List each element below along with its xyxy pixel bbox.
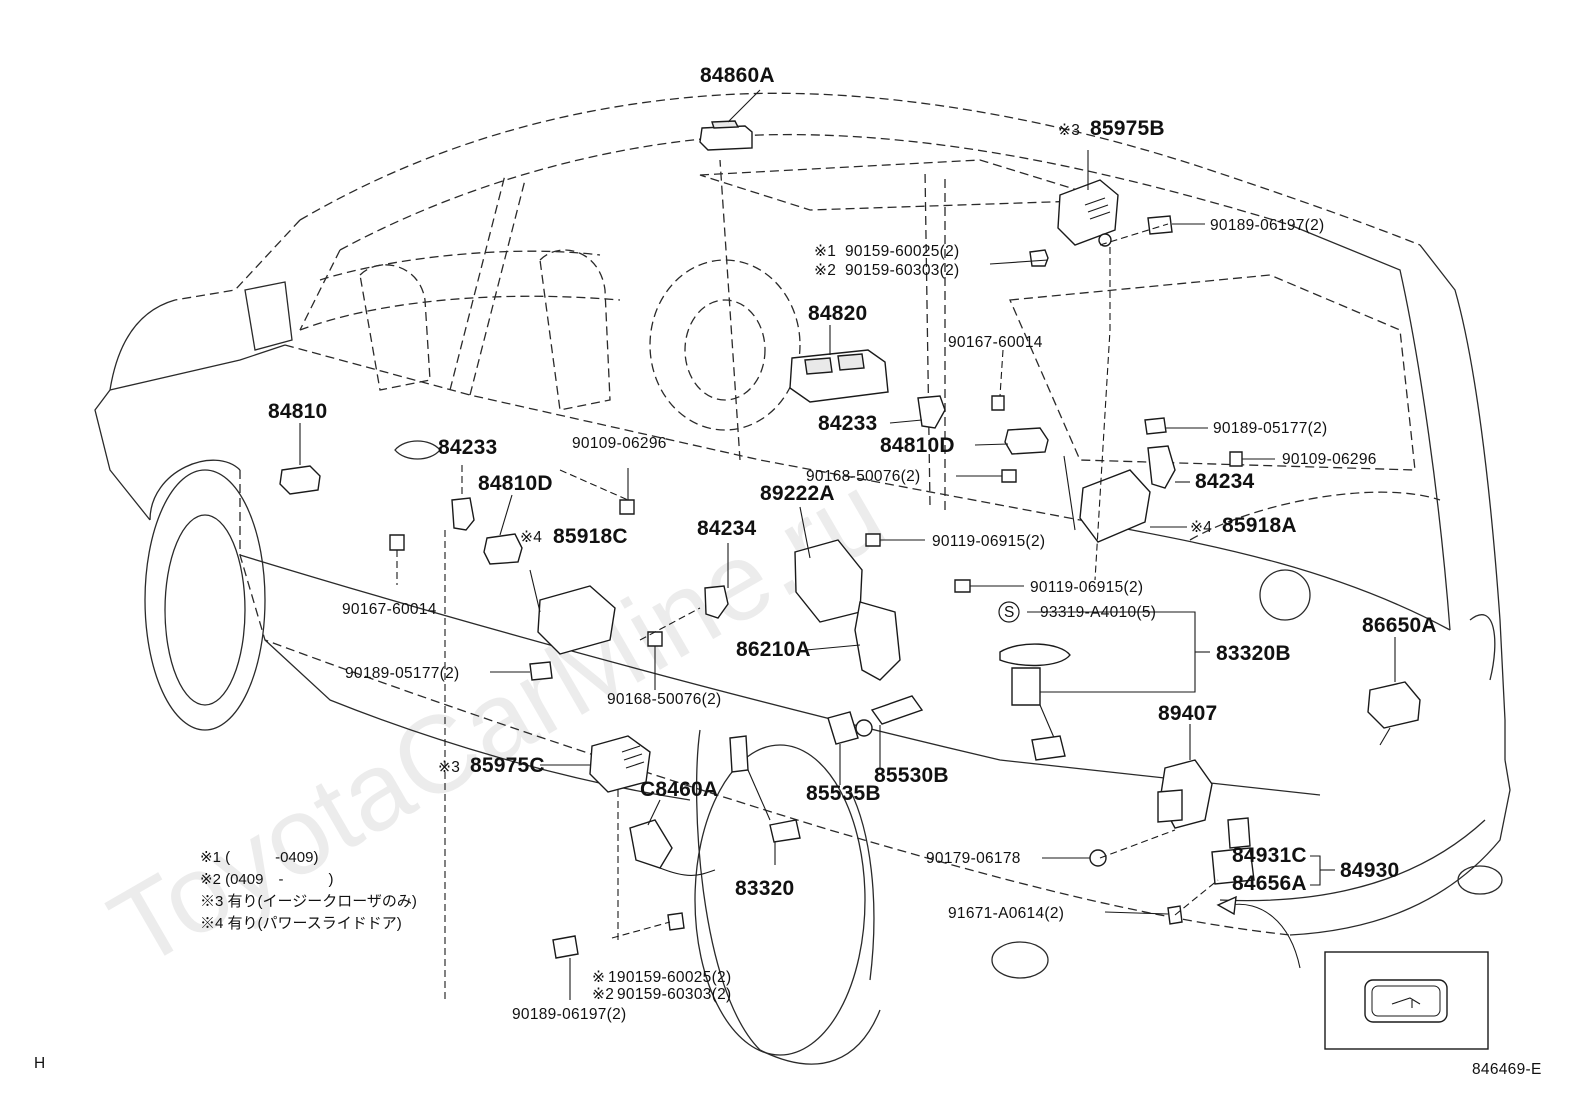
part-C8460A — [629, 819, 673, 869]
callout-90159-60303-bottom: 90159-60303(2) — [617, 986, 732, 1003]
part-84234-right — [1147, 445, 1176, 489]
footnote-1: ※1 ( -0409) — [200, 849, 318, 866]
callout-85975C-mark: ※3 — [438, 759, 460, 776]
part-84810D-left — [483, 533, 523, 565]
part-85975B — [1057, 179, 1119, 246]
part-84233-left — [451, 497, 475, 531]
part-85918C — [537, 585, 616, 655]
part-84810D-right — [1004, 427, 1049, 455]
callout-84931C: 84931C — [1232, 844, 1307, 867]
part-86210A — [854, 601, 901, 681]
footnote-2: ※2 (0409 - ) — [200, 871, 333, 888]
callout-89222A: 89222A — [760, 482, 835, 505]
callout-90119-06915-a: 90119-06915(2) — [932, 533, 1045, 550]
part-83320B — [999, 643, 1071, 667]
callout-90159-60025-right: 90159-60025(2) — [845, 243, 960, 260]
callout-85918A-mark: ※4 — [1190, 519, 1212, 536]
callout-91671-A0614: 91671-A0614(2) — [948, 905, 1064, 922]
callout-90167-60014-left: 90167-60014 — [342, 601, 437, 618]
callout-90168-50076-right: 90168-50076(2) — [806, 468, 921, 485]
callout-90109-06296-left: 90109-06296 — [572, 435, 667, 452]
callout-84810D-right: 84810D — [880, 434, 955, 457]
callout-85918C-mark: ※4 — [520, 529, 542, 546]
callout-90179-06178: 90179-06178 — [926, 850, 1021, 867]
callout-89407: 89407 — [1158, 702, 1217, 725]
callout-85535B: 85535B — [806, 782, 881, 805]
part-84931C — [1227, 817, 1251, 849]
callout-labels: 84860A ※3 85975B 90189-06197(2) ※1 90159… — [268, 64, 1437, 1023]
callout-84234-right: 84234 — [1195, 470, 1255, 493]
parts — [279, 120, 1421, 969]
part-85918A — [1079, 469, 1151, 543]
vehicle-outline — [94, 92, 1511, 1065]
callout-86210A: 86210A — [736, 638, 811, 661]
callout-90159-60303-bottom-mark: ※2 — [592, 986, 614, 1003]
part-83320 — [729, 735, 749, 773]
callout-90119-06915-b: 90119-06915(2) — [1030, 579, 1143, 596]
part-85975C — [589, 735, 651, 793]
callout-84820: 84820 — [808, 302, 867, 325]
callout-85975C: 85975C — [470, 754, 545, 777]
callout-90159-60303-right: 90159-60303(2) — [845, 262, 960, 279]
part-84810-left — [279, 465, 321, 495]
callout-86650A: 86650A — [1362, 614, 1437, 637]
callout-85975B-mark: ※3 — [1058, 122, 1080, 139]
callout-83320B: 83320B — [1216, 642, 1291, 665]
callout-84810D-left: 84810D — [478, 472, 553, 495]
corner-mark: H — [34, 1055, 46, 1072]
callout-C8460A: C8460A — [640, 778, 718, 801]
callout-90189-05177-right: 90189-05177(2) — [1213, 420, 1328, 437]
callout-84930: 84930 — [1340, 859, 1399, 882]
callout-85530B: 85530B — [874, 764, 949, 787]
callout-90167-60014-right: 90167-60014 — [948, 334, 1043, 351]
callout-90189-06197-bottom: 90189-06197(2) — [512, 1006, 627, 1023]
part-86650A — [1367, 681, 1421, 729]
part-84656A — [1211, 847, 1255, 885]
part-85535B — [827, 711, 859, 745]
callout-90189-06197-right: 90189-06197(2) — [1210, 217, 1325, 234]
footnote-4: ※4 有り(パワースライドドア) — [200, 915, 402, 932]
callout-85918A: 85918A — [1222, 514, 1297, 537]
callout-90109-06296-right: 90109-06296 — [1282, 451, 1377, 468]
footnote-3: ※3 有り(イージークローザのみ) — [200, 893, 417, 910]
callout-93319-A4010: 93319-A4010(5) — [1040, 604, 1156, 621]
callout-83320: 83320 — [735, 877, 794, 900]
part-84234-left — [704, 585, 729, 619]
callout-90159-60025-right-mark: ※1 — [814, 243, 836, 260]
callout-93319-mark: S — [1004, 604, 1015, 621]
callout-84233-left: 84233 — [438, 436, 497, 459]
figure-code: 846469-E — [1472, 1061, 1542, 1078]
callout-90159-60025-bottom: 190159-60025(2) — [608, 969, 731, 986]
callout-84656A: 84656A — [1232, 872, 1307, 895]
footnotes: ※1 ( -0409) ※2 (0409 - ) ※3 有り(イージークローザの… — [200, 849, 417, 932]
callout-84233-right: 84233 — [818, 412, 877, 435]
callout-85918C: 85918C — [553, 525, 628, 548]
callout-84234-left: 84234 — [697, 517, 757, 540]
part-84860A — [699, 125, 753, 151]
leader-lines — [299, 89, 1396, 1000]
callout-90168-50076-left: 90168-50076(2) — [607, 691, 722, 708]
part-84233-right — [917, 395, 946, 429]
callout-90189-05177-left: 90189-05177(2) — [345, 665, 460, 682]
callout-84860A: 84860A — [700, 64, 775, 87]
callout-90159-60025-bottom-mark: ※ — [592, 969, 605, 986]
part-85530B — [870, 695, 924, 725]
inset-detail — [1324, 951, 1489, 1050]
callout-85975B: 85975B — [1090, 117, 1165, 140]
callout-90159-60303-right-mark: ※2 — [814, 262, 836, 279]
callout-84810-left: 84810 — [268, 400, 327, 423]
